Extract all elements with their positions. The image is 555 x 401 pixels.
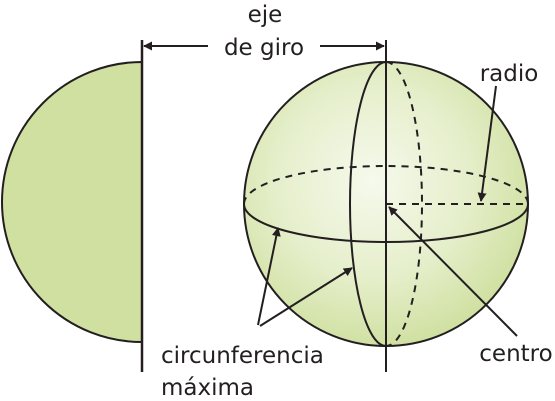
great-circle-arrow-right	[259, 267, 353, 327]
great-circle-label-line1: circunferencia	[161, 343, 324, 369]
center-label: centro	[479, 341, 552, 367]
axis-label-line1: eje	[248, 2, 283, 28]
center-arrow	[388, 206, 518, 337]
radius-label: radio	[480, 61, 539, 87]
axis-label-line2: de giro	[224, 35, 304, 61]
radius-arrow	[477, 85, 497, 202]
semicircle-shape	[1, 60, 143, 344]
great-circle-arrow-left	[257, 227, 281, 326]
great-circle-label-line2: máxima	[161, 375, 254, 401]
vertical-circle-front	[349, 61, 387, 347]
